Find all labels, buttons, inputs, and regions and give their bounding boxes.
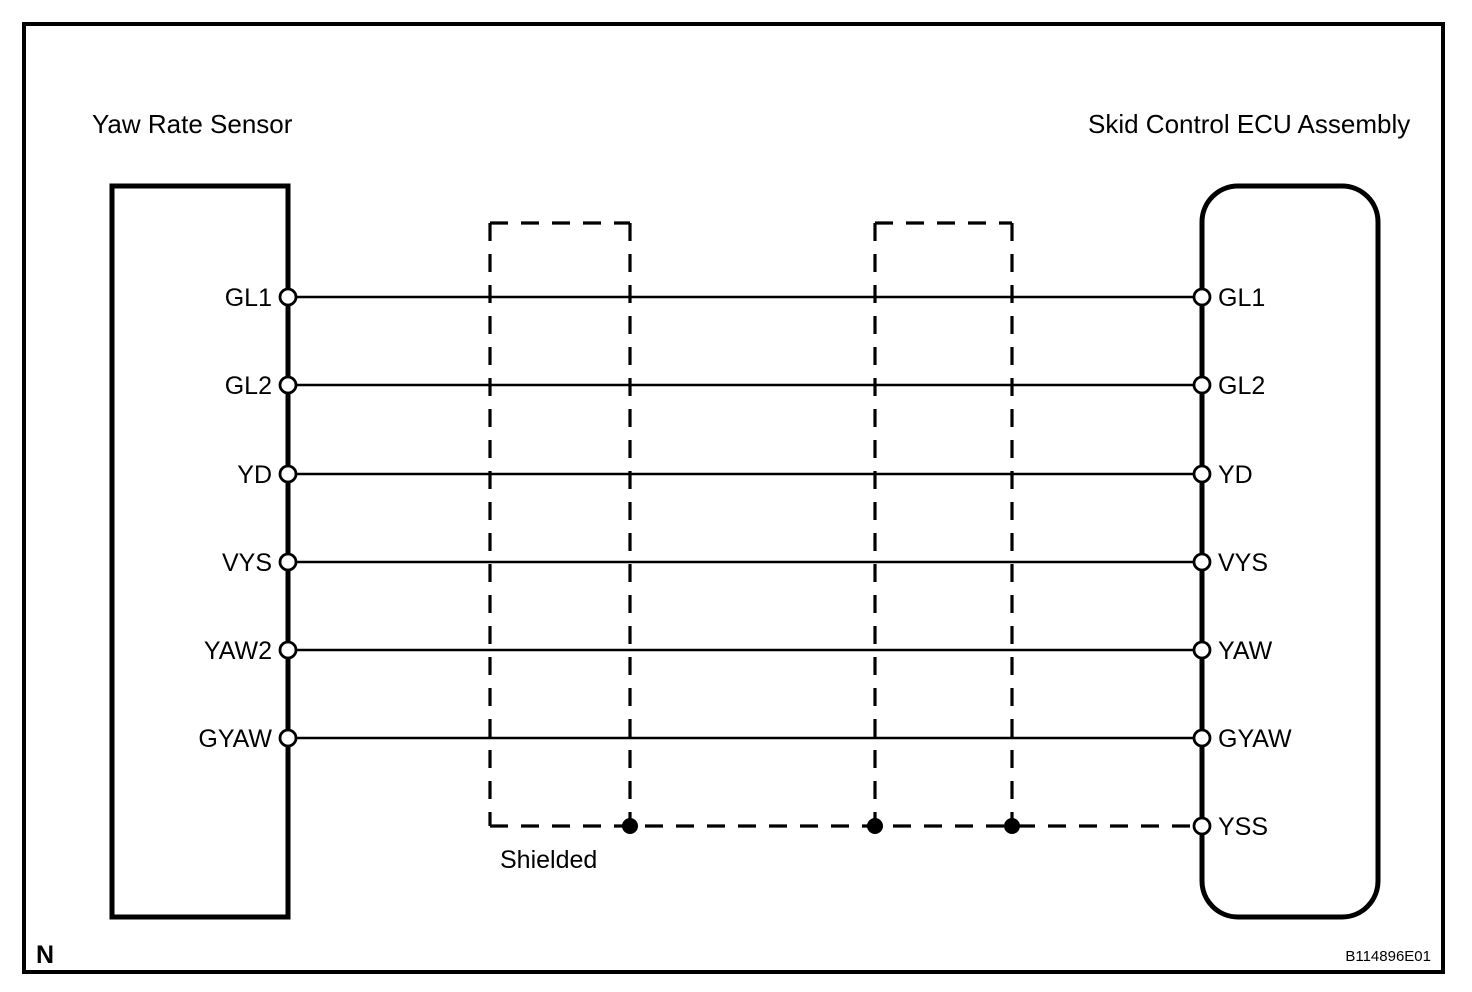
right-terminal-yd[interactable] [1192,464,1212,484]
right-connector-title: Skid Control ECU Assembly [1088,109,1410,139]
right-pin-label-gl1: GL1 [1218,284,1265,312]
shield-junction-dot-2 [867,818,883,834]
right-terminal-group: GL1 GL2 YD VYS YAW GYAW YSS [1192,284,1292,841]
right-pin-label-yd: YD [1218,461,1253,489]
shield-junction-dot-3 [1004,818,1020,834]
right-terminal-yaw[interactable] [1192,640,1212,660]
right-terminal-gyaw[interactable] [1192,728,1212,748]
left-terminal-gl2[interactable] [278,375,298,395]
left-terminal-gyaw[interactable] [278,728,298,748]
left-connector-title: Yaw Rate Sensor [92,109,293,139]
wire-group [288,295,1202,740]
left-connector-box [109,183,291,920]
right-pin-label-yaw: YAW [1218,637,1273,665]
right-terminal-gl2[interactable] [1192,375,1212,395]
left-pin-label-gl1: GL1 [225,284,272,312]
shielded-label: Shielded [500,846,597,874]
right-pin-label-gl2: GL2 [1218,372,1265,400]
left-terminal-group: GL1 GL2 YD VYS YAW2 GYAW [198,284,298,753]
left-pin-label-yaw2: YAW2 [204,637,272,665]
figure-code: B114896E01 [1345,948,1431,965]
left-terminal-vys[interactable] [278,552,298,572]
right-pin-label-yss: YSS [1218,813,1268,841]
left-terminal-yd[interactable] [278,464,298,484]
left-pin-label-vys: VYS [222,549,272,577]
left-terminal-gl1[interactable] [278,287,298,307]
shield-junction-dot-1 [622,818,638,834]
shield-box-group [488,221,1014,826]
left-terminal-yaw2[interactable] [278,640,298,660]
right-connector-box [1199,183,1381,920]
right-terminal-gl1[interactable] [1192,287,1212,307]
left-pin-label-gyaw: GYAW [198,725,272,753]
right-terminal-vys[interactable] [1192,552,1212,572]
right-terminal-yss[interactable] [1192,816,1212,836]
right-pin-label-vys: VYS [1218,549,1268,577]
corner-letter: N [36,941,54,969]
left-pin-label-gl2: GL2 [225,372,272,400]
right-pin-label-gyaw: GYAW [1218,725,1292,753]
left-pin-label-yd: YD [237,461,272,489]
